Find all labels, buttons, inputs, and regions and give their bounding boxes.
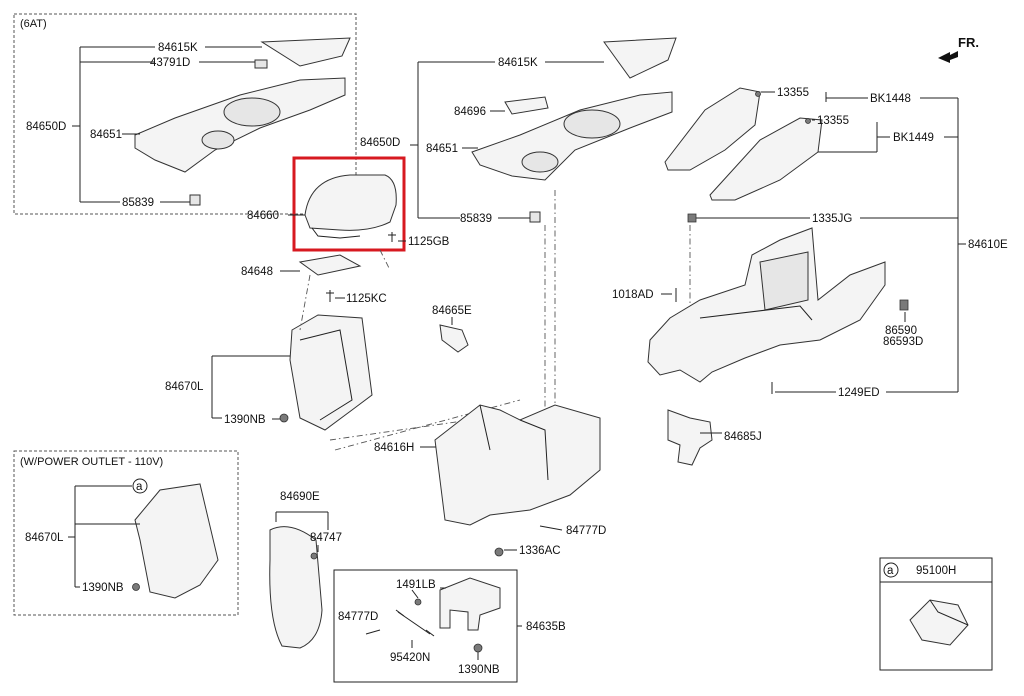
label-43791d: 43791D bbox=[150, 57, 190, 69]
nut-1390nb[interactable] bbox=[279, 413, 289, 423]
label-1249ed: 1249ED bbox=[838, 387, 880, 399]
part-84690e-side-cover[interactable] bbox=[269, 526, 323, 649]
label-84777d-lower: 84777D bbox=[338, 611, 378, 623]
label-13355-upper: 13355 bbox=[777, 87, 809, 99]
shift-opening-6at bbox=[201, 130, 235, 150]
label-1125kc: 1125KC bbox=[346, 293, 387, 305]
power-outlet-variant-box bbox=[13, 450, 239, 616]
screw-1125kc[interactable] bbox=[326, 290, 334, 302]
label-84670l: 84670L bbox=[165, 381, 204, 393]
part-85839[interactable] bbox=[529, 211, 541, 223]
label-84650d-6at: 84650D bbox=[26, 121, 66, 133]
console-inner-wall bbox=[759, 251, 809, 311]
clip-86590[interactable] bbox=[899, 299, 909, 311]
clip-13355-lower[interactable] bbox=[805, 118, 811, 124]
label-95420n: 95420N bbox=[390, 652, 430, 664]
label-bk1449: BK1449 bbox=[893, 132, 934, 144]
power-outlet-box-title: (W/POWER OUTLET - 110V) bbox=[20, 456, 163, 468]
label-1336ac: 1336AC bbox=[519, 545, 561, 557]
shift-opening bbox=[521, 151, 559, 173]
label-84777d: 84777D bbox=[566, 525, 606, 537]
part-84635b-bracket[interactable] bbox=[439, 577, 501, 631]
label-84610e: 84610E bbox=[968, 239, 1008, 251]
label-84696: 84696 bbox=[454, 106, 486, 118]
label-84651-6at: 84651 bbox=[90, 129, 122, 141]
label-86593d: 86593D bbox=[883, 336, 923, 348]
part-95100h-power-outlet[interactable] bbox=[909, 599, 969, 646]
label-84616h: 84616H bbox=[374, 442, 414, 454]
label-13355-lower: 13355 bbox=[817, 115, 849, 127]
label-84685j: 84685J bbox=[724, 431, 762, 443]
screw-84777d-lower[interactable] bbox=[365, 629, 381, 635]
nut-1336ac[interactable] bbox=[494, 547, 504, 557]
part-84696[interactable] bbox=[504, 96, 549, 115]
label-84615k: 84615K bbox=[498, 57, 538, 69]
bolt-1491lb[interactable] bbox=[414, 598, 422, 606]
label-84747: 84747 bbox=[310, 532, 342, 544]
label-84635b: 84635B bbox=[526, 621, 566, 633]
6at-box-title: (6AT) bbox=[20, 18, 47, 30]
part-43791d-6at[interactable] bbox=[254, 59, 268, 69]
label-84670l-110v: 84670L bbox=[25, 532, 64, 544]
legend-part-number: 95100H bbox=[916, 565, 956, 577]
label-84648: 84648 bbox=[241, 266, 273, 278]
label-1390nb-110v: 1390NB bbox=[82, 582, 124, 594]
screw-1125gb[interactable] bbox=[388, 232, 396, 242]
part-84685j-bracket[interactable] bbox=[667, 409, 713, 466]
cupholder bbox=[563, 109, 621, 139]
part-84651-console-upper[interactable] bbox=[471, 91, 673, 181]
part-85839-6at[interactable] bbox=[189, 194, 201, 206]
part-84670l-storage-box-110v[interactable] bbox=[134, 483, 219, 599]
callout-a: a bbox=[136, 481, 143, 493]
label-84665e: 84665E bbox=[432, 305, 472, 317]
part-84660-armrest[interactable] bbox=[304, 174, 397, 231]
front-direction-label: FR. bbox=[958, 35, 979, 50]
label-84650d: 84650D bbox=[360, 137, 400, 149]
front-direction-arrow bbox=[938, 51, 958, 63]
nut-1390nb-110v[interactable] bbox=[132, 583, 140, 591]
label-1390nb-lower: 1390NB bbox=[458, 664, 500, 676]
label-84660: 84660 bbox=[247, 210, 279, 222]
part-84648-pad[interactable] bbox=[298, 254, 362, 276]
label-1491lb: 1491LB bbox=[396, 579, 436, 591]
label-85839: 85839 bbox=[460, 213, 492, 225]
legend-circle-letter: a bbox=[887, 565, 894, 577]
part-84670l-storage-box[interactable] bbox=[289, 314, 373, 431]
label-86590: 86590 bbox=[885, 325, 917, 337]
legend-box-95100h bbox=[879, 557, 993, 671]
screw-84777d[interactable] bbox=[539, 525, 563, 531]
label-1390nb: 1390NB bbox=[224, 414, 266, 426]
part-84665e-bracket[interactable] bbox=[439, 324, 469, 353]
label-bk1448: BK1448 bbox=[870, 93, 911, 105]
part-84615k-cover[interactable] bbox=[603, 37, 677, 79]
label-1125gb: 1125GB bbox=[408, 236, 450, 248]
label-1335jg: 1335JG bbox=[812, 213, 852, 225]
clip-84747[interactable] bbox=[310, 552, 318, 560]
label-84690e: 84690E bbox=[280, 491, 320, 503]
6at-variant-box bbox=[13, 13, 357, 215]
cupholder-6at bbox=[223, 97, 281, 127]
label-84651: 84651 bbox=[426, 143, 458, 155]
part-84615k-cover-6at[interactable] bbox=[260, 37, 351, 67]
legend-circle-a bbox=[883, 562, 899, 578]
highlight-84660 bbox=[292, 156, 406, 252]
part-bk1448-trim-panel[interactable] bbox=[664, 87, 761, 171]
part-84616h-lower-console[interactable] bbox=[434, 404, 601, 526]
clip-13355-upper[interactable] bbox=[755, 91, 761, 97]
label-85839-6at: 85839 bbox=[122, 197, 154, 209]
callout-a-circle bbox=[132, 478, 148, 494]
label-84615k-6at: 84615K bbox=[158, 42, 198, 54]
nut-1390nb-lower[interactable] bbox=[473, 643, 483, 653]
label-1018ad: 1018AD bbox=[612, 289, 654, 301]
clip-1335jg[interactable] bbox=[687, 213, 697, 223]
